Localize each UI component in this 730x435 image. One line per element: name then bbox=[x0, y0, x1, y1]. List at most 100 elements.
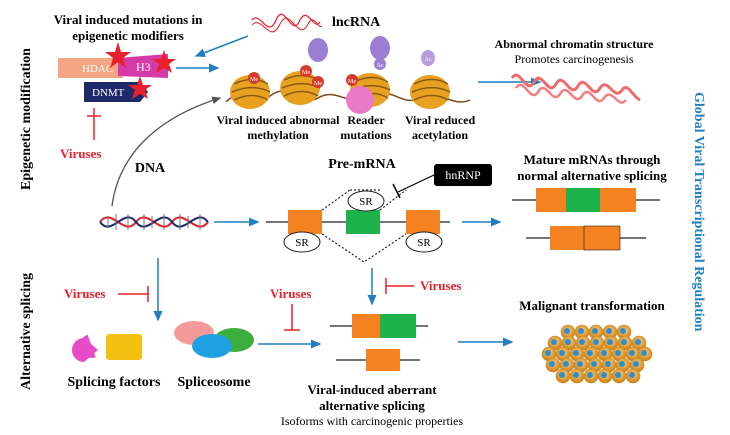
tumor-cell-nucleus bbox=[578, 328, 584, 334]
spliceosome-shape bbox=[192, 334, 232, 358]
tumor-cell-nucleus bbox=[577, 361, 583, 367]
hnrnp-box: hnRNP bbox=[434, 164, 492, 186]
methyl-marker: Me bbox=[312, 76, 324, 88]
arrow-lncrna-to-modifiers bbox=[194, 35, 249, 57]
premrna-exon-1 bbox=[288, 210, 322, 234]
dnmt-label: DNMT bbox=[92, 87, 125, 99]
caption-methylation-1: Viral induced abnormal bbox=[217, 113, 341, 127]
methyl-marker: Me bbox=[346, 74, 358, 86]
splicing-factor-shape bbox=[72, 338, 98, 362]
tumor-cell-nucleus bbox=[633, 361, 639, 367]
aberrant-title-2: alternative splicing bbox=[319, 398, 425, 413]
svg-text:SR: SR bbox=[359, 196, 373, 208]
tumor-cell-nucleus bbox=[615, 372, 621, 378]
tumor-cell-nucleus bbox=[621, 339, 627, 345]
tumor-cell-nucleus bbox=[559, 350, 565, 356]
sr-protein: SR bbox=[283, 231, 321, 253]
viruses-mid: Viruses bbox=[270, 286, 311, 301]
tumor-cell-nucleus bbox=[629, 350, 635, 356]
mature-title-1: Mature mRNAs through bbox=[524, 152, 662, 167]
svg-text:Me: Me bbox=[302, 70, 310, 76]
tumor-cell-nucleus bbox=[591, 361, 597, 367]
side-label-global: Global Viral Transcriptional Regulation bbox=[691, 92, 706, 332]
tumor-cell-nucleus bbox=[593, 339, 599, 345]
reader-protein-icon bbox=[308, 38, 328, 62]
acetyl-marker: Ac bbox=[374, 58, 386, 70]
dna-helix-icon bbox=[99, 214, 209, 230]
sr-protein: SR bbox=[347, 190, 385, 212]
caption-acetylation-1: Viral reduced bbox=[405, 113, 476, 127]
tumor-cell-nucleus bbox=[607, 339, 613, 345]
mutation-star-icon bbox=[105, 42, 131, 68]
chromatin-subtitle: Promotes carcinogenesis bbox=[515, 52, 634, 66]
splice-junctions bbox=[321, 189, 407, 263]
tumor-cell-nucleus bbox=[579, 339, 585, 345]
reader-protein-icon bbox=[370, 36, 390, 60]
mature-mrna-1 bbox=[512, 188, 660, 212]
tumor-cell-nucleus bbox=[601, 372, 607, 378]
premrna-label: Pre-mRNA bbox=[328, 157, 396, 172]
tumor-cell-nucleus bbox=[605, 361, 611, 367]
hnrnp-inhibit-bar bbox=[392, 183, 401, 199]
methyl-marker: Me bbox=[248, 72, 260, 84]
methyl-marker: Me bbox=[300, 65, 312, 77]
caption-reader-1: Reader bbox=[347, 113, 385, 127]
premrna-exon-3 bbox=[406, 210, 440, 234]
tumor-cell-nucleus bbox=[619, 361, 625, 367]
nucleosome-4 bbox=[410, 75, 451, 109]
tumor-cell-nucleus bbox=[573, 372, 579, 378]
splicing-factors-label: Splicing factors bbox=[68, 375, 161, 390]
viruses-right: Viruses bbox=[420, 278, 461, 293]
viruses-epigenetic: Viruses bbox=[60, 146, 101, 161]
arrow-dna-to-epigenetic bbox=[111, 96, 222, 207]
lncrna-label: lncRNA bbox=[332, 15, 381, 30]
tumor-cell-nucleus bbox=[587, 350, 593, 356]
acetyl-marker: Ac bbox=[421, 50, 435, 66]
mutations-title-line1: Viral induced mutations in bbox=[54, 12, 203, 27]
mature-mrna-2 bbox=[526, 225, 646, 251]
side-label-epigenetic: Epigenetic modification bbox=[19, 48, 34, 190]
tumor-cell-nucleus bbox=[641, 350, 647, 356]
tumor-cell-nucleus bbox=[601, 350, 607, 356]
dna-label: DNA bbox=[135, 161, 166, 176]
caption-methylation-2: methylation bbox=[247, 128, 309, 142]
svg-text:SR: SR bbox=[417, 237, 431, 249]
aberrant-title-1: Viral-induced aberrant bbox=[307, 382, 437, 397]
epigenetic-modifiers-icon: HDAC H3 DNMT bbox=[58, 42, 176, 102]
tumor-cell-nucleus bbox=[563, 361, 569, 367]
mutations-title-line2: epigenetic modifiers bbox=[72, 28, 184, 43]
sr-protein: SR bbox=[405, 231, 443, 253]
caption-acetylation-2: acetylation bbox=[412, 128, 468, 142]
tumor-cell-nucleus bbox=[629, 372, 635, 378]
mutation-star-icon bbox=[152, 50, 176, 73]
splicing-factor-shape bbox=[106, 334, 142, 360]
tumor-cell-nucleus bbox=[559, 372, 565, 378]
viruses-left: Viruses bbox=[64, 286, 105, 301]
aberrant-mrna-2 bbox=[336, 349, 420, 371]
svg-text:Me: Me bbox=[314, 81, 322, 87]
tumor-cell-nucleus bbox=[564, 328, 570, 334]
svg-text:hnRNP: hnRNP bbox=[445, 168, 481, 182]
svg-text:Ac: Ac bbox=[425, 57, 432, 63]
aberrant-mrna-1 bbox=[330, 314, 428, 338]
isoforms-caption: Isoforms with carcinogenic properties bbox=[281, 414, 464, 428]
tumor-cell-cluster-icon bbox=[541, 324, 653, 384]
chromatin-title: Abnormal chromatin structure bbox=[495, 37, 655, 51]
tumor-cell-nucleus bbox=[592, 328, 598, 334]
lncrna-icon bbox=[251, 13, 323, 33]
svg-text:Ac: Ac bbox=[377, 63, 384, 69]
spliceosome-label: Spliceosome bbox=[177, 375, 250, 390]
tumor-cell-nucleus bbox=[635, 339, 641, 345]
hdac-label: HDAC bbox=[82, 63, 113, 75]
hnrnp-inhibit-line bbox=[397, 174, 435, 193]
tumor-cell-nucleus bbox=[551, 339, 557, 345]
tumor-cell-nucleus bbox=[549, 361, 555, 367]
svg-text:Me: Me bbox=[250, 77, 258, 83]
mature-title-2: normal alternative splicing bbox=[517, 168, 667, 183]
malignant-label: Malignant transformation bbox=[519, 298, 665, 313]
tumor-cell-nucleus bbox=[620, 328, 626, 334]
caption-reader-2: mutations bbox=[340, 128, 392, 142]
premrna-exon-2 bbox=[346, 210, 380, 234]
